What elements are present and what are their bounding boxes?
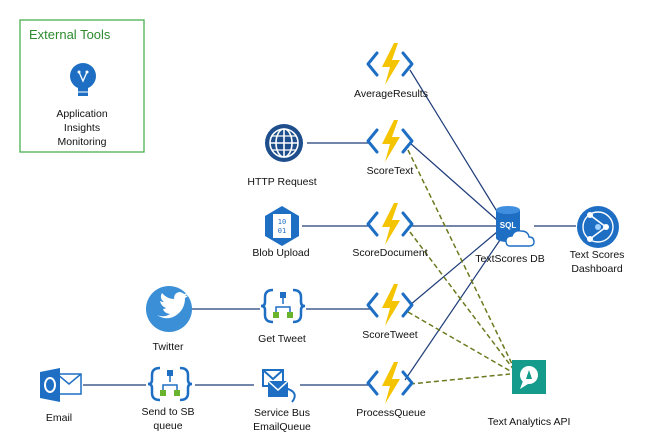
external-tools-title: External Tools (29, 27, 111, 42)
logic-app-icon (259, 288, 307, 324)
link-processqueue-db (404, 239, 501, 381)
twitter-bird-icon (146, 286, 192, 332)
dashboard-icon (577, 206, 619, 248)
text-analytics-node: Text Analytics API (488, 360, 571, 428)
dashboard-label-line1: Text Scores (570, 249, 625, 261)
dashboard-label-line2: Dashboard (571, 263, 623, 275)
dashboard-node: Text Scores Dashboard (570, 206, 625, 275)
send-sb-label-line2: queue (153, 420, 182, 432)
email-label: Email (46, 412, 72, 424)
link-scoretext-db (409, 142, 498, 221)
dash-scoretweet-textanalytics (407, 311, 513, 373)
process-queue-label: ProcessQueue (356, 407, 426, 419)
send-sb-queue-node: Send to SB queue (141, 366, 195, 432)
dash-scoredocument-textanalytics (409, 231, 515, 371)
http-request-node: HTTP Request (247, 124, 317, 188)
app-insights-label-line1: Application (56, 108, 108, 120)
function-process-queue: ProcessQueue (356, 360, 426, 419)
blob-bits-top: 10 (278, 218, 286, 226)
text-analytics-label: Text Analytics API (488, 416, 571, 428)
sql-database-icon: SQL (496, 206, 535, 247)
dash-processqueue-textanalytics (409, 373, 511, 385)
score-text-label: ScoreText (367, 165, 414, 177)
app-insights-label-line3: Monitoring (57, 136, 106, 148)
external-tools-panel: External Tools Application Insights Moni… (19, 19, 145, 153)
azure-function-icon (366, 360, 414, 406)
email-node: Email (40, 368, 82, 424)
azure-function-icon (366, 282, 414, 328)
service-bus-icon (262, 369, 296, 403)
function-score-document: ScoreDocument (352, 201, 428, 259)
twitter-node: Twitter (146, 286, 192, 353)
link-scoretweet-db (409, 231, 498, 306)
link-average-db (409, 69, 499, 214)
get-tweet-node: Get Tweet (258, 288, 307, 345)
textscores-db-label: TextScores DB (475, 253, 544, 265)
lightbulb-icon (70, 63, 96, 96)
function-score-tweet: ScoreTweet (362, 282, 418, 341)
twitter-label: Twitter (153, 341, 184, 353)
service-bus-node: Service Bus EmailQueue (253, 369, 311, 433)
sql-badge: SQL (500, 221, 517, 230)
azure-function-icon (366, 118, 414, 164)
score-tweet-label: ScoreTweet (362, 329, 418, 341)
function-average-results: AverageResults (354, 41, 428, 100)
average-results-label: AverageResults (354, 88, 428, 100)
azure-function-icon (366, 41, 414, 87)
text-analytics-icon (512, 360, 546, 394)
http-request-label: HTTP Request (247, 176, 316, 188)
connections (83, 69, 576, 386)
service-bus-label-line1: Service Bus (254, 407, 310, 419)
blob-storage-icon: 10 01 (265, 206, 299, 246)
azure-function-icon (366, 201, 414, 247)
outlook-icon (40, 368, 82, 402)
globe-icon (265, 124, 303, 162)
send-sb-label-line1: Send to SB (141, 406, 194, 418)
blob-bits-bottom: 01 (278, 227, 286, 235)
dashed-connections (407, 149, 515, 385)
blob-upload-label: Blob Upload (252, 247, 309, 259)
get-tweet-label: Get Tweet (258, 333, 306, 345)
app-insights-label-line2: Insights (64, 122, 100, 134)
dash-scoretext-textanalytics (407, 149, 515, 369)
logic-app-icon (146, 366, 194, 402)
service-bus-label-line2: EmailQueue (253, 421, 311, 433)
score-document-label: ScoreDocument (352, 247, 427, 259)
blob-upload-node: 10 01 Blob Upload (252, 206, 310, 259)
textscores-db-node: SQL TextScores DB (475, 206, 545, 265)
function-score-text: ScoreText (366, 118, 414, 177)
